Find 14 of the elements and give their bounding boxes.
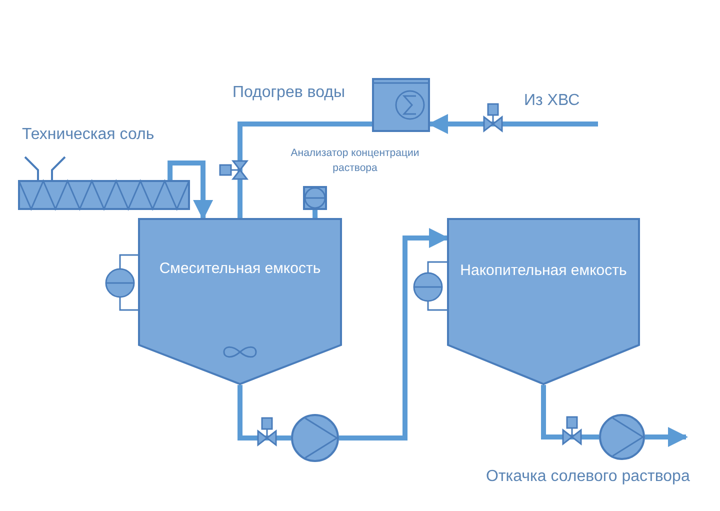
pipe [238,385,291,440]
vessel-label: Накопительная емкость [459,261,628,281]
pipe [645,427,688,447]
caption: Откачка солевого раствора [486,468,690,486]
pipe [312,210,318,218]
pipe [168,160,214,220]
node-label: Подогрев воды [231,83,345,103]
vessel-label: Смесительная емкость [158,259,322,279]
pipe [339,228,449,440]
pipe [238,122,372,218]
node-label: Анализатор концентрации раствора [290,146,420,176]
pipe [428,114,598,134]
pipe [541,385,599,440]
node-label: Техническая соль [22,125,156,145]
